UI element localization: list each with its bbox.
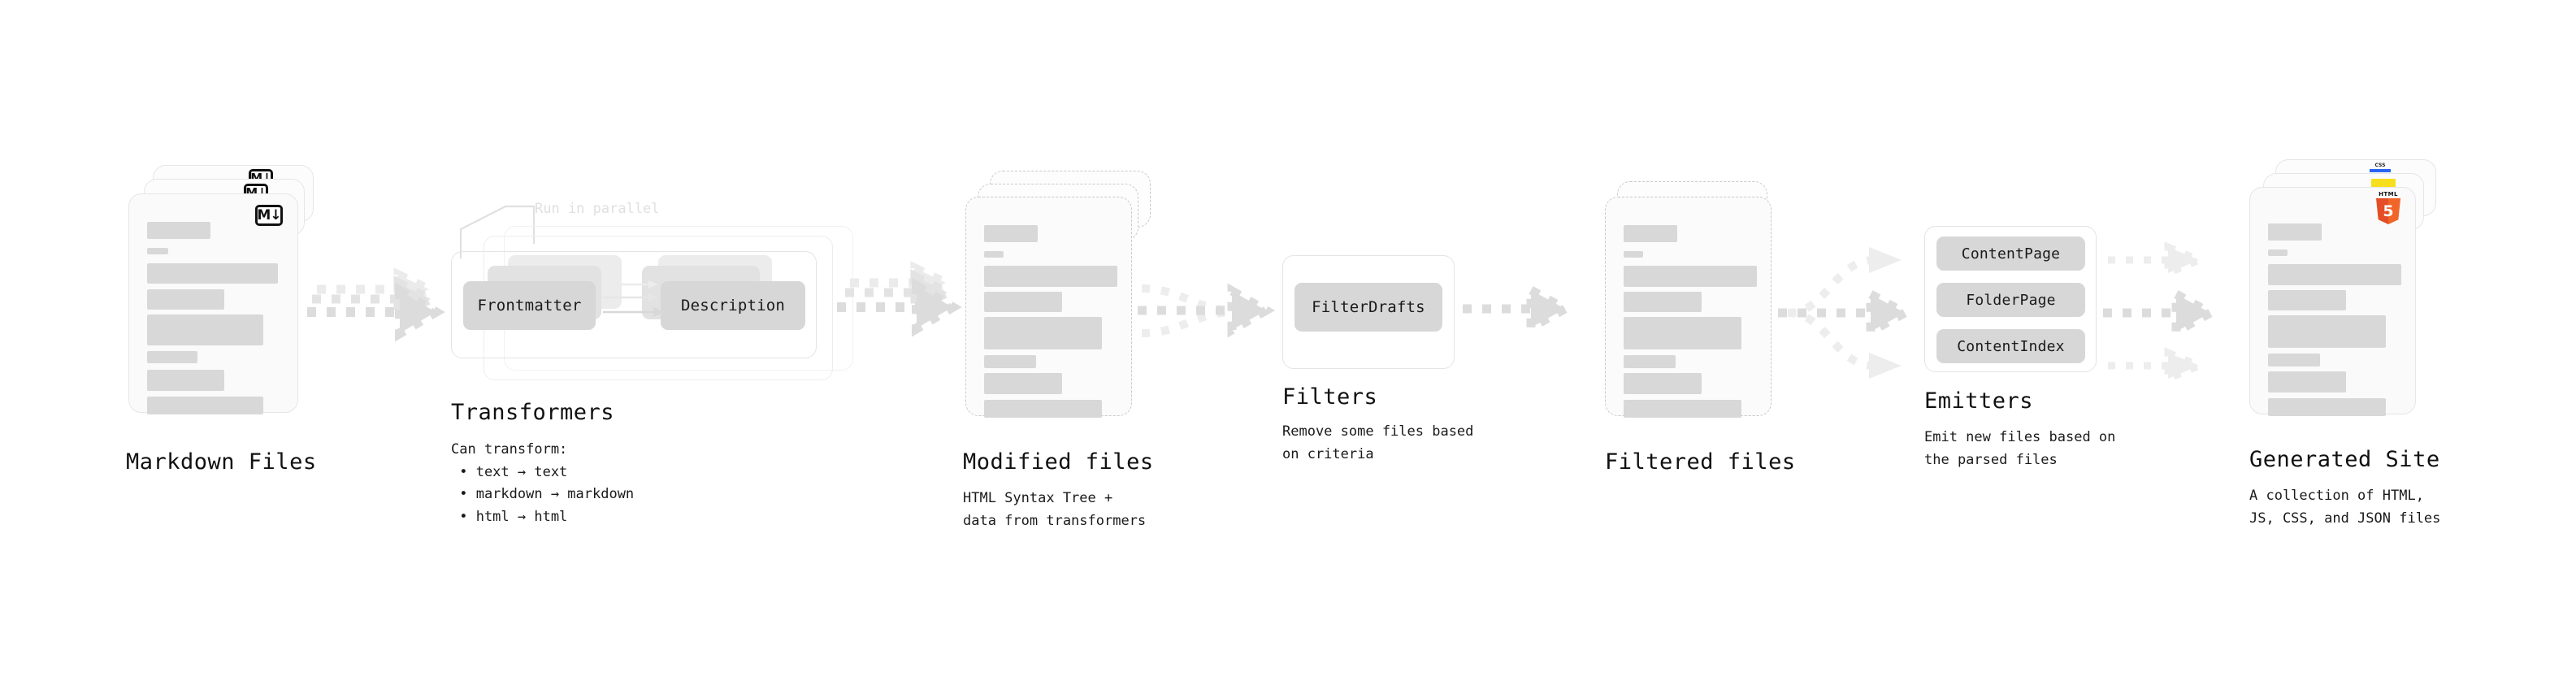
stage-title-transformers: Transformers [451, 400, 615, 425]
transformer-inner-arrows [603, 280, 665, 317]
modified-file-card-front [965, 197, 1132, 418]
run-in-parallel-label: Run in parallel [535, 201, 660, 217]
stage-desc-emitters: Emit new files based on the parsed files [1924, 429, 2116, 468]
transformers-box-front [451, 251, 817, 358]
css-badge-rule [2370, 169, 2391, 172]
emitter-chip-contentpage[interactable]: ContentPage [1936, 236, 2085, 271]
stage-title-filters: Filters [1282, 384, 1378, 410]
emitter-chip-folderpage[interactable]: FolderPage [1936, 283, 2085, 317]
stage-title-markdown-files: Markdown Files [126, 449, 317, 475]
html5-badge-digit: 5 [2383, 202, 2394, 220]
filtered-file-card-front [1605, 197, 1772, 418]
markdown-file-card-front [128, 193, 298, 414]
arrow-transformers-to-modified-files [837, 261, 962, 337]
emitters-box [1924, 226, 2097, 372]
arrow-filtered-files-to-emitters [1778, 247, 1915, 379]
stage-title-modified-files: Modified files [963, 449, 1154, 475]
filters-box [1282, 255, 1455, 369]
stage-title-generated-site: Generated Site [2249, 447, 2440, 472]
stage-title-filtered-files: Filtered files [1605, 449, 1796, 475]
generated-site-card-html [2249, 187, 2416, 416]
css-badge-label: CSS [2374, 163, 2386, 168]
transformer-chip-description[interactable]: Description [661, 281, 805, 330]
html5-badge-word: HTML [2379, 191, 2398, 197]
arrow-emitters-to-generated-site [2103, 241, 2220, 384]
arrow-modified-files-to-filters [1138, 283, 1276, 338]
html5-badge: HTML 5 [2374, 192, 2402, 224]
css-badge: CSS [2369, 162, 2392, 172]
stage-desc-filters: Remove some files based on criteria [1282, 423, 1474, 462]
arrow-markdown-to-transformers [307, 267, 445, 342]
transformer-chip-frontmatter[interactable]: Frontmatter [463, 281, 596, 330]
filter-chip-filterdrafts[interactable]: FilterDrafts [1295, 283, 1442, 332]
stage-title-emitters: Emitters [1924, 388, 2034, 414]
stage-desc-transformers: Can transform: • text → text • markdown … [451, 441, 635, 525]
arrow-filters-to-filtered-files [1463, 282, 1575, 336]
markdown-badge-front: M↓ [255, 205, 283, 226]
stage-desc-generated-site: A collection of HTML, JS, CSS, and JSON … [2249, 488, 2441, 527]
html5-shield-icon: 5 [2376, 198, 2400, 224]
emitter-chip-contentindex[interactable]: ContentIndex [1936, 329, 2085, 363]
run-in-parallel-bracket [459, 205, 536, 258]
stage-desc-modified-files: HTML Syntax Tree + data from transformer… [963, 490, 1147, 529]
